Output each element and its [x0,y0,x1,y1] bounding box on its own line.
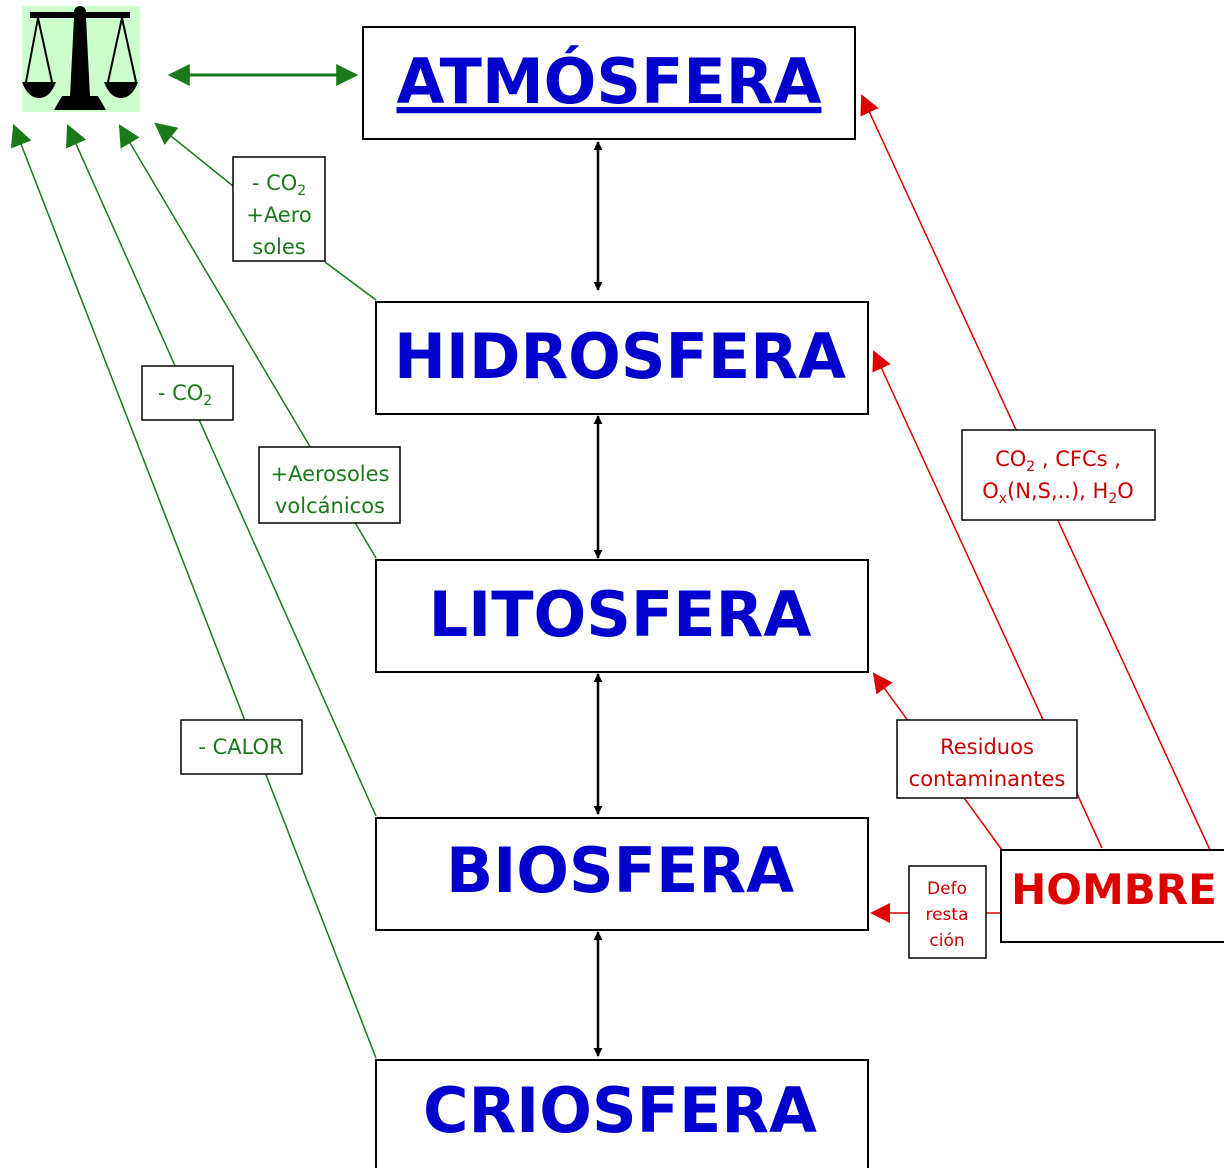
sphere-criosfera: CRIOSFERA [375,1059,869,1168]
svg-text:ción: ción [929,931,964,951]
svg-text:- CO2: - CO2 [252,171,306,199]
svg-text:+Aero: +Aero [246,203,312,227]
sphere-biosfera: BIOSFERA [375,817,869,931]
hidrosfera-feedback-arrow [324,261,377,301]
balance-scale-icon [22,6,140,112]
biosfera-label: BIOSFERA [446,834,794,907]
hombre-label: HOMBRE [1011,865,1217,914]
svg-text:- CALOR: - CALOR [198,735,283,759]
svg-text:volcánicos: volcánicos [275,494,385,518]
note-deforestacion: Defo resta ción [908,865,987,959]
svg-text:Residuos: Residuos [940,735,1034,759]
note-gases: CO2 , CFCs , Ox(N,S,..), H2O [961,429,1156,521]
criosfera-feedback-arrow [10,123,377,1059]
criosfera-label: CRIOSFERA [423,1074,817,1147]
svg-text:resta: resta [925,905,968,925]
sphere-atmosfera: ATMÓSFERA [362,26,856,140]
svg-text:- CO2: - CO2 [158,381,212,409]
biosfera-feedback-arrow [66,123,377,817]
note-calor: - CALOR [180,719,303,775]
hombre-box: HOMBRE [1000,849,1224,943]
svg-text:Ox(N,S,..), H2O: Ox(N,S,..), H2O [982,479,1134,507]
sphere-litosfera: LITOSFERA [375,559,869,673]
sphere-hidrosfera: HIDROSFERA [375,301,869,415]
hidrosfera-feedback-arrow-upper [154,122,234,187]
hidrosfera-label: HIDROSFERA [394,320,846,393]
svg-text:soles: soles [252,235,305,259]
atmosfera-label: ATMÓSFERA [397,45,822,118]
svg-text:CO2 , CFCs ,: CO2 , CFCs , [995,447,1121,475]
note-co2-aerosoles: - CO2 +Aero soles [232,156,326,262]
litosfera-label: LITOSFERA [429,578,812,651]
note-residuos: Residuos contaminantes [896,719,1078,799]
svg-text:+Aerosoles: +Aerosoles [270,462,389,486]
green-arrows [10,64,377,1059]
note-aerosoles-volcanicos: +Aerosoles volcánicos [258,446,401,524]
svg-text:Defo: Defo [927,879,967,899]
svg-text:contaminantes: contaminantes [909,767,1066,791]
note-co2: - CO2 [141,365,234,421]
